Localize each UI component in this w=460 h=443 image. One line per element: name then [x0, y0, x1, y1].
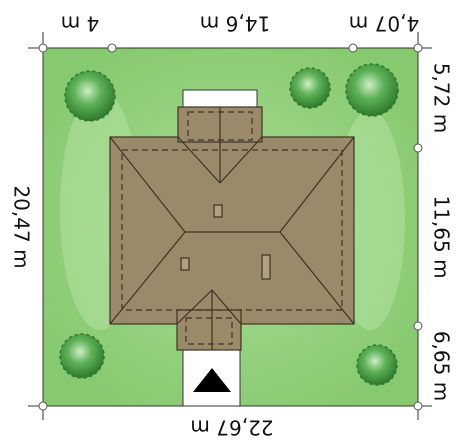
dimension-top-right: 4,07 m: [349, 12, 419, 36]
house-roof: [109, 106, 355, 351]
dimension-right-top: 5,72 m: [430, 63, 454, 133]
dimension-right-middle: 11,65 m: [430, 195, 454, 278]
dimension-bottom: 22,67 m: [190, 416, 273, 440]
dimension-top-left: 4 m: [61, 12, 100, 36]
dimension-right-bottom: 6,65 m: [430, 331, 454, 401]
dimension-node: [413, 401, 423, 411]
dimension-node: [413, 43, 423, 53]
tree-icon: [64, 70, 116, 122]
tree-icon: [59, 333, 105, 379]
dimension-left: 20,47 m: [10, 185, 34, 268]
dimension-node: [38, 401, 48, 411]
tree-icon: [345, 63, 399, 117]
dimension-node: [107, 43, 117, 53]
tree-icon: [289, 67, 331, 109]
dimension-node: [348, 43, 358, 53]
dimension-node: [413, 143, 423, 153]
dimension-node: [38, 43, 48, 53]
dimension-markers: [38, 43, 423, 411]
dimension-top-center: 14,6 m: [200, 12, 270, 36]
tree-icon: [356, 344, 398, 386]
dimension-node: [413, 321, 423, 331]
entrance-arrow-icon: [193, 368, 231, 392]
